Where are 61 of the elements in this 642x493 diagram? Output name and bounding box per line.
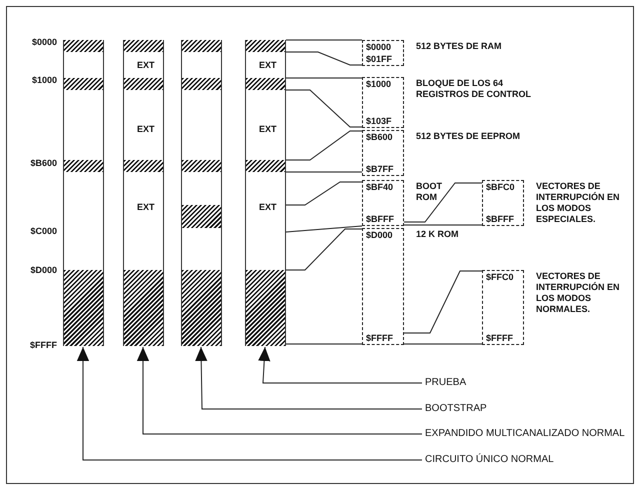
mode-label: BOOTSTRAP — [425, 403, 487, 414]
connector-line — [286, 130, 362, 160]
address-label: $0000 — [366, 42, 392, 53]
arrow — [136, 346, 422, 434]
address-box — [362, 180, 404, 226]
region-description: BLOQUE DE LOS 64 REGISTROS DE CONTROL — [416, 78, 532, 100]
region-description: 12 K ROM — [416, 229, 460, 240]
address-label: $B600 — [30, 158, 57, 169]
arrow — [195, 346, 422, 410]
address-box — [362, 40, 404, 66]
address-label: $C000 — [30, 226, 57, 237]
address-label: $FFC0 — [486, 272, 514, 283]
address-box — [362, 130, 404, 176]
connector-line — [286, 226, 362, 232]
connector-line — [286, 182, 362, 206]
connector-line — [404, 182, 482, 222]
mode-label: EXPANDIDO MULTICANALIZADO NORMAL — [425, 428, 625, 439]
address-label: $D000 — [366, 230, 393, 241]
memory-column — [123, 40, 164, 346]
memory-column — [245, 40, 286, 346]
region-label: EXT — [259, 202, 277, 213]
connector-line — [404, 270, 482, 334]
address-label: $BFC0 — [486, 182, 515, 193]
region-label: EXT — [259, 124, 277, 135]
connector-line — [404, 224, 482, 226]
address-box — [362, 77, 404, 128]
region-description: 512 BYTES DE EEPROM — [416, 131, 522, 142]
address-label: $103F — [366, 116, 392, 127]
region-description: VECTORES DE INTERRUPCIÓN EN LOS MODOS ESPECIALES. — [536, 181, 621, 225]
address-label: $0000 — [32, 37, 57, 48]
address-box — [482, 180, 524, 226]
memory-column — [63, 40, 104, 346]
address-label: $BF40 — [366, 182, 394, 193]
address-label: $BFFF — [486, 214, 514, 225]
connector-line — [286, 52, 362, 66]
address-label: $B7FF — [366, 164, 394, 175]
region-label: EXT — [137, 124, 155, 135]
mode-label: PRUEBA — [425, 377, 466, 388]
region-label: EXT — [137, 60, 155, 71]
address-label: $1000 — [366, 79, 392, 90]
address-label: $01FF — [366, 54, 392, 65]
address-box — [362, 228, 404, 345]
address-box — [482, 270, 524, 345]
address-label: $FFFF — [30, 340, 57, 351]
address-label: $FFFF — [366, 333, 393, 344]
address-label: $BFFF — [366, 214, 394, 225]
address-label: $FFFF — [486, 333, 513, 344]
arrow — [258, 346, 422, 384]
address-label: $1000 — [32, 75, 57, 86]
connector-line — [286, 228, 362, 270]
address-label: $D000 — [30, 265, 57, 276]
region-label: EXT — [259, 60, 277, 71]
mode-label: CIRCUITO ÚNICO NORMAL — [425, 454, 554, 465]
memory-column — [181, 40, 222, 346]
region-label: EXT — [137, 202, 155, 213]
region-description: BOOT ROM — [416, 181, 443, 203]
connector-line — [286, 90, 362, 128]
address-label: $B600 — [366, 132, 393, 143]
region-description: 512 BYTES DE RAM — [416, 41, 503, 52]
region-description: VECTORES DE INTERRUPCIÓN EN LOS MODOS NORMALES. — [536, 271, 621, 315]
arrow — [76, 346, 422, 460]
